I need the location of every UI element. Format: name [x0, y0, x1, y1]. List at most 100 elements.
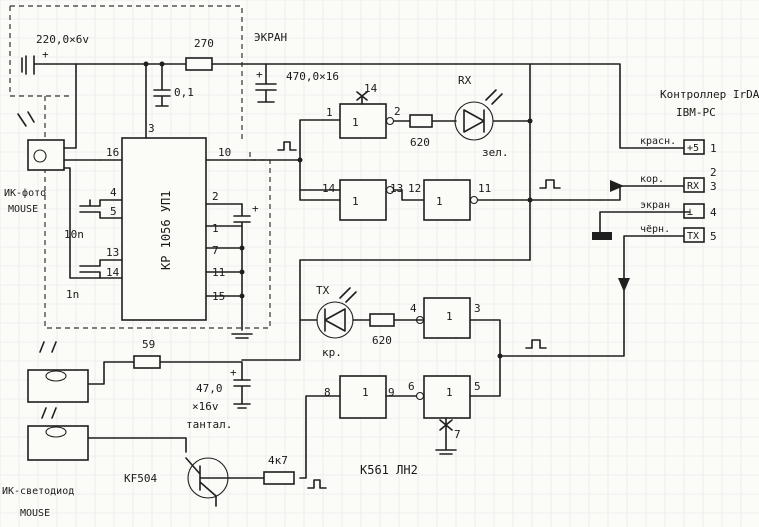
connector-title-2: IBM-PC: [676, 106, 716, 119]
cap-01-symbol: [153, 63, 171, 107]
led-label-1: ИК-светодиод: [2, 486, 74, 497]
connector-pin-label: RX: [687, 181, 699, 192]
rx-led-icon: [454, 101, 494, 141]
mouse-sensor-box-top: [27, 369, 89, 403]
gate-3-pin-in: 12: [408, 182, 421, 195]
junction-dot: [239, 293, 245, 299]
arrow-head: [618, 278, 630, 292]
connector-wire-color: кор.: [640, 174, 664, 185]
pulse-mark: [525, 339, 547, 349]
rx-resistor: [409, 114, 433, 128]
gate-6-label: 1: [446, 386, 453, 399]
cap-220-symbol: [21, 55, 49, 75]
pulse-mark: [277, 141, 297, 151]
junction-dot: [239, 269, 245, 275]
chip-k561ln2-label: K561 ЛН2: [360, 463, 418, 477]
gate-4-out-wire: [469, 235, 691, 357]
rx-led-arrows: [485, 89, 503, 105]
res-4k7-label: 4к7: [268, 454, 288, 467]
gate-6-pin-out: 5: [474, 380, 481, 393]
ic-kr1056up1: [121, 137, 207, 321]
cap-1n-symbol: [79, 259, 123, 279]
connector-wire-color: экран: [640, 200, 670, 211]
connector-pin-label: +5: [687, 143, 699, 154]
mouse-sensor-lens: [45, 370, 67, 382]
ic-pin-1: 1: [212, 222, 219, 235]
cap-47-plus: +: [230, 366, 237, 379]
cap-470-symbol: [255, 63, 277, 103]
tx-led-arrows: [339, 287, 357, 303]
ic-pin-2: 2: [212, 190, 219, 203]
junction-dot: [239, 245, 245, 251]
gate-6-x: [439, 419, 453, 431]
gate-5-pin-out: 9: [388, 386, 395, 399]
gate-3-pin-out: 11: [478, 182, 491, 195]
gate-3-label: 1: [436, 195, 443, 208]
cap-470-plus: +: [256, 68, 263, 81]
sensor-lens: [33, 149, 47, 163]
cap-220-label: 220,0×6v: [36, 33, 89, 46]
cap-pin2-symbol: [233, 203, 251, 227]
shield-outline: [9, 5, 271, 329]
ic-pin-3: 3: [148, 122, 155, 135]
junction-dot: [527, 197, 533, 203]
tx-resistor: [369, 313, 395, 327]
transistor-label: KF504: [124, 472, 157, 485]
connector-pin-box: [683, 139, 705, 155]
gate-2-pin-out: 13: [390, 182, 403, 195]
gate-5: [339, 375, 387, 419]
res-270-symbol: [185, 57, 213, 71]
ic-pin-5: 5: [110, 205, 117, 218]
connector-pin-number: 3: [710, 180, 717, 193]
gate-1-x: [356, 91, 368, 101]
mouse-led-lens: [45, 426, 67, 438]
junction-dot: [527, 118, 533, 124]
ekran-label: ЭКРАН: [254, 31, 287, 44]
photo-label-2: MOUSE: [8, 204, 38, 215]
connector-title-1: Контроллер IrDA: [660, 88, 759, 101]
pulse-mark: [307, 479, 327, 489]
connector-pin-label: TX: [687, 231, 699, 242]
gate-6-pin-gnd: 7: [454, 428, 461, 441]
gate-3-inverter: [469, 195, 479, 205]
gate-5-label: 1: [362, 386, 369, 399]
rx-resistor-label: 620: [410, 136, 430, 149]
mouse-led-box: [27, 425, 89, 461]
gate-6-pin-in: 6: [408, 380, 415, 393]
cap-01-label: 0,1: [174, 86, 194, 99]
cap-470-label: 470,0×16: [286, 70, 339, 83]
ic-pin-10: 10: [218, 146, 231, 159]
sensor-wires: [63, 63, 101, 279]
ic-pin-4: 4: [110, 186, 117, 199]
connector-pin-box: [683, 177, 705, 193]
led-label-2: MOUSE: [20, 508, 50, 519]
arrow-head: [610, 180, 624, 192]
transistor-leads: [185, 457, 265, 507]
ic-pin-16: 16: [106, 146, 119, 159]
ic-main-name: КР 1056 УП1: [159, 191, 173, 270]
gnd-bus: [241, 259, 531, 361]
junction-dot: [159, 61, 165, 67]
gate-1-pin-in: 1: [326, 106, 333, 119]
ic-pin-13: 13: [106, 246, 119, 259]
rx-color-label: зел.: [482, 146, 509, 159]
mouse-arrows: [39, 341, 57, 419]
ground-symbol: [231, 333, 253, 339]
gate-2: [339, 179, 387, 221]
gate-6: [423, 375, 471, 419]
shield-ground: [592, 232, 612, 240]
cap-10n-label: 10n: [64, 228, 84, 241]
cap-1n-label: 1n: [66, 288, 79, 301]
connector-pin-box: [683, 227, 705, 243]
ic-pin-11: 11: [212, 266, 225, 279]
pulse-mark: [539, 179, 561, 189]
tx-led-icon: [316, 301, 354, 339]
junction-dot: [297, 157, 303, 163]
cap-47-symbol: [233, 379, 251, 409]
rx-arrow: [599, 185, 691, 201]
gate-6-inverter: [415, 391, 425, 401]
gate-2-3-wires: [299, 144, 601, 261]
